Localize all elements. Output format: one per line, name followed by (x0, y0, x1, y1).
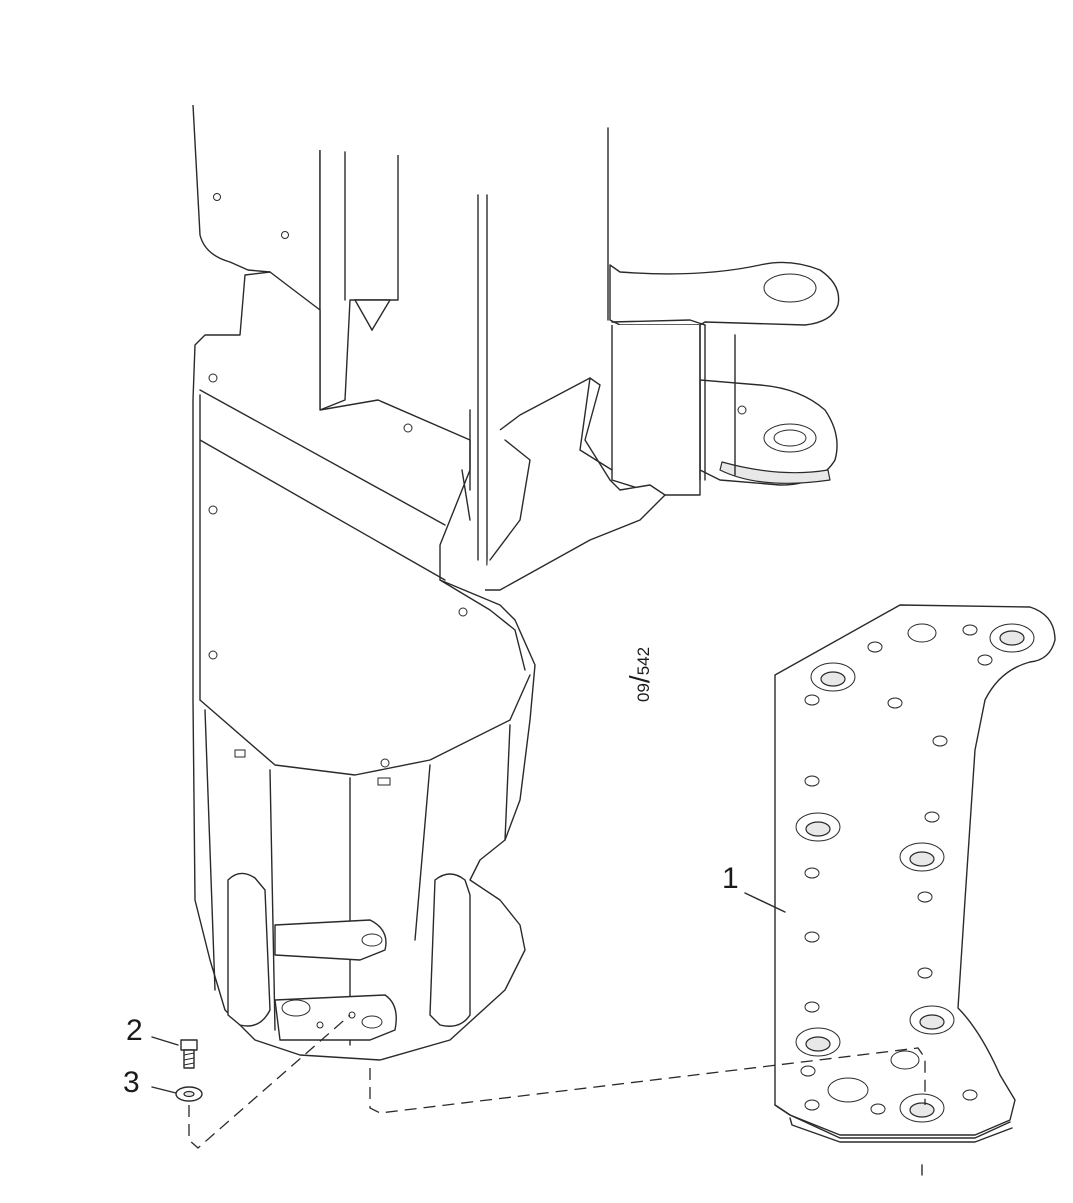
plate-part (774, 604, 1056, 1176)
plate-holes (800, 623, 993, 1115)
callout-1: 1 (722, 862, 739, 895)
drawing-reference: 09/542 (624, 647, 656, 702)
callout-3: 3 (123, 1066, 140, 1099)
plate-countersunk-holes (795, 623, 1035, 1123)
assembly-lines (188, 1014, 926, 1149)
washer-part (175, 1086, 203, 1102)
frame-assembly (192, 104, 840, 1061)
screw-part (180, 1039, 198, 1069)
callout-2: 2 (126, 1014, 143, 1047)
leader-lines (151, 892, 786, 1094)
drawing-reference-bottom: 542 (634, 646, 653, 676)
reference-slash: / (624, 675, 655, 684)
drawing-reference-top: 09 (634, 683, 653, 702)
